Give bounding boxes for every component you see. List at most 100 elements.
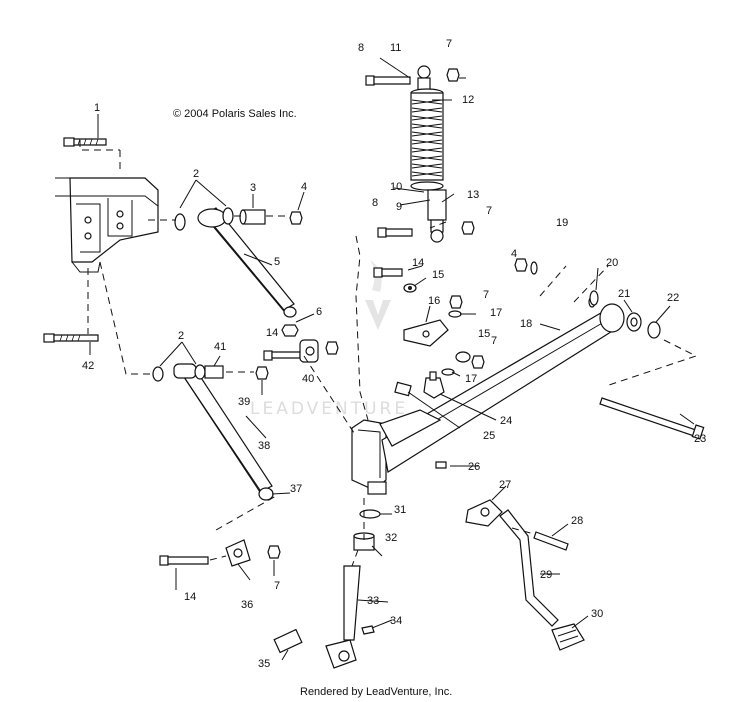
pin-28 [533, 531, 569, 551]
o-ring-22 [647, 321, 661, 339]
callout-14-right: 14 [412, 257, 424, 269]
callout-37: 37 [290, 483, 302, 495]
nut-7-top [446, 68, 460, 82]
pedal-arm-29 [499, 509, 559, 627]
callout-13: 13 [467, 189, 479, 201]
callout-22: 22 [667, 292, 679, 304]
callout-23: 23 [694, 433, 706, 445]
callout-21: 21 [618, 288, 630, 300]
callout-20: 20 [606, 257, 618, 269]
callout-36: 36 [241, 599, 253, 611]
bracket-16 [403, 319, 449, 347]
callout-7-top: 7 [446, 38, 452, 50]
washer-20 [589, 290, 599, 306]
spindle [351, 419, 387, 495]
leader-lines [79, 57, 698, 661]
pedal-bracket-27 [465, 499, 503, 527]
callout-labels: 1 2 2 3 4 4 5 6 7 7 7 7 7 8 8 9 10 11 12… [82, 38, 706, 670]
washer-19 [530, 261, 538, 275]
grease-fitting-34 [361, 625, 375, 635]
callout-14-center: 14 [266, 327, 278, 339]
spindle-33 [325, 565, 361, 669]
washer-17-lower [441, 368, 455, 376]
bolt-23 [599, 397, 705, 440]
callout-41: 41 [214, 341, 226, 353]
bolt-14-center [263, 350, 301, 361]
callout-31: 31 [394, 504, 406, 516]
nut-7-center [325, 341, 339, 355]
callout-26: 26 [468, 461, 480, 473]
nut-4-right [514, 258, 528, 272]
callout-40: 40 [302, 373, 314, 385]
callout-42: 42 [82, 360, 94, 372]
bolt-1 [63, 137, 107, 147]
washer-15-upper [403, 283, 417, 293]
callout-34: 34 [390, 615, 402, 627]
callout-16: 16 [428, 295, 440, 307]
trailing-arm [379, 296, 625, 473]
callout-29: 29 [540, 569, 552, 581]
callout-9: 9 [396, 201, 402, 213]
pedal-pad-30 [551, 623, 585, 651]
callout-8-top: 8 [358, 42, 364, 54]
washer-15-lower [455, 351, 471, 363]
callout-15-upper: 15 [432, 269, 444, 281]
callout-14-lower: 14 [184, 591, 196, 603]
callout-2-lower: 2 [178, 330, 184, 342]
snap-ring-31 [359, 509, 381, 519]
bolt-14-right [373, 267, 403, 278]
nut-6 [281, 324, 299, 337]
callout-6: 6 [316, 306, 322, 318]
callout-3: 3 [250, 182, 256, 194]
callout-24: 24 [500, 415, 512, 427]
bushing-3 [239, 209, 266, 225]
footer-credit: Rendered by LeadVenture, Inc. [300, 686, 452, 698]
frame-bracket [55, 177, 159, 273]
callout-18: 18 [520, 318, 532, 330]
grease-fitting-26 [435, 461, 447, 469]
callout-7-shock: 7 [486, 205, 492, 217]
callout-12: 12 [462, 94, 474, 106]
callout-15-lower: 15 [478, 328, 490, 340]
nut-7-right-upper [449, 295, 463, 309]
callout-5: 5 [274, 256, 280, 268]
copyright-note: © 2004 Polaris Sales Inc. [173, 108, 297, 120]
washer-17-upper [448, 310, 462, 318]
bolt-14-lower [159, 555, 209, 566]
callout-38: 38 [258, 440, 270, 452]
nut-39 [255, 366, 269, 380]
callout-7-lower: 7 [274, 580, 280, 592]
ball-joint-40 [299, 339, 319, 363]
watermark-text: LEADVENTURE [250, 399, 408, 419]
callout-4-left: 4 [301, 181, 307, 193]
tie-rod-end-36 [225, 539, 251, 567]
bushing-21 [626, 312, 642, 332]
bolt-8-bottom [377, 227, 413, 238]
bushing-35 [273, 628, 303, 654]
shock-absorber [410, 65, 447, 243]
callout-8-bottom: 8 [372, 197, 378, 209]
callout-7-right: 7 [483, 289, 489, 301]
nut-7-shock-bottom [461, 221, 475, 235]
nut-7-lower [267, 545, 281, 559]
bushing-25 [394, 381, 412, 397]
upper-a-arm [174, 207, 297, 318]
callout-35: 35 [258, 658, 270, 670]
nut-7-right-lower [471, 355, 485, 369]
bushing-41 [204, 365, 224, 379]
callout-39: 39 [238, 396, 250, 408]
callout-1: 1 [94, 102, 100, 114]
callout-10: 10 [390, 181, 402, 193]
nut-4-upper [289, 211, 303, 225]
ball-joint-24 [423, 371, 445, 399]
callout-4-right: 4 [511, 248, 517, 260]
callout-2-upper: 2 [193, 168, 199, 180]
callout-17-lower: 17 [465, 373, 477, 385]
callout-32: 32 [385, 532, 397, 544]
callout-11: 11 [390, 42, 401, 54]
callout-28: 28 [571, 515, 583, 527]
lower-a-arm [152, 363, 274, 501]
callout-17-upper: 17 [490, 307, 502, 319]
callout-30: 30 [591, 608, 603, 620]
